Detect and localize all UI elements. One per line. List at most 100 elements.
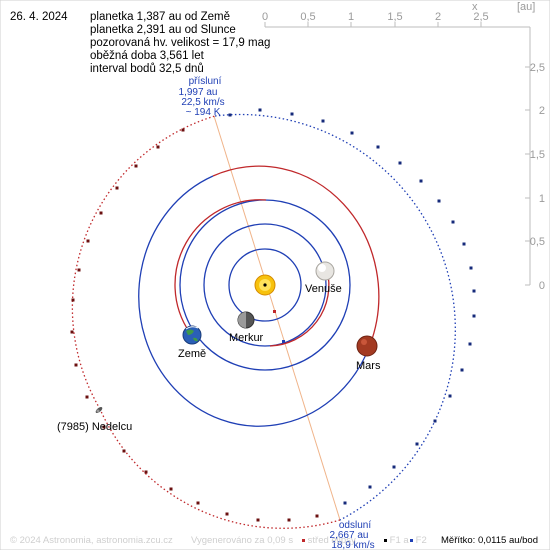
earth-label: Země bbox=[178, 348, 206, 360]
y-tick-label: 2 bbox=[539, 105, 545, 117]
orbit-point bbox=[451, 220, 455, 224]
asteroid-orbit-points bbox=[70, 108, 476, 522]
orbit-point bbox=[102, 425, 106, 429]
aphelion-annotation: odsluní 2,667 au 18,9 km/s bbox=[330, 520, 375, 550]
info-line: interval bodů 32,5 dnů bbox=[90, 63, 204, 75]
info-line: planetka 2,391 au od Slunce bbox=[90, 24, 236, 36]
asteroid-orbit-red bbox=[71, 115, 341, 529]
orbit-point bbox=[169, 487, 173, 491]
orbit-point bbox=[144, 470, 148, 474]
orbit-point bbox=[70, 330, 74, 334]
y-axis: 2,5 2 1,5 1 0,5 0 bbox=[525, 27, 545, 292]
orbit-point bbox=[315, 514, 319, 518]
legend-f2-label: F2 bbox=[415, 535, 427, 546]
orbit-point bbox=[398, 161, 402, 165]
orbit-point bbox=[433, 419, 437, 423]
legend-f2-marker bbox=[410, 538, 413, 542]
orbit-point bbox=[196, 501, 200, 505]
asteroid bbox=[95, 407, 103, 413]
orbit-point bbox=[472, 289, 476, 293]
sun bbox=[254, 274, 276, 296]
mars-orbit-blue bbox=[138, 175, 371, 427]
x-tick-label: 2,5 bbox=[473, 11, 488, 23]
orbit-point bbox=[448, 394, 452, 398]
footer-scale: Měřítko: 0,0115 au/bod bbox=[441, 535, 538, 546]
orbit-point bbox=[472, 314, 476, 318]
orbit-point bbox=[99, 211, 103, 215]
orbit-point bbox=[77, 268, 81, 272]
orbit-point bbox=[368, 485, 372, 489]
legend-center-label: střed elipsy bbox=[307, 535, 356, 546]
orbit-point bbox=[419, 179, 423, 183]
orbit-point bbox=[115, 186, 119, 190]
x-tick-label: 1 bbox=[348, 11, 354, 23]
aphelion-distance: 2,667 au bbox=[330, 530, 369, 541]
orbit-point bbox=[350, 131, 354, 135]
ellipse-center-marker bbox=[273, 310, 276, 313]
orbit-point bbox=[290, 112, 294, 116]
mars bbox=[356, 335, 378, 357]
focus-f2-marker bbox=[282, 340, 285, 343]
orbit-point bbox=[287, 518, 291, 522]
info-line: oběžná doba 3,561 let bbox=[90, 50, 204, 62]
x-tick-label: 2 bbox=[435, 11, 441, 23]
orbit-point bbox=[256, 518, 260, 522]
venus bbox=[315, 261, 335, 281]
orbit-point bbox=[71, 298, 75, 302]
footer-generated: Vygenerováno za 0,09 s bbox=[191, 535, 294, 546]
x-tick-label: 0 bbox=[262, 11, 268, 23]
x-tick-label: 0,5 bbox=[300, 11, 315, 23]
orbit-point bbox=[85, 395, 89, 399]
orbit-point bbox=[181, 128, 185, 132]
earth-track bbox=[174, 199, 267, 334]
orbit-point bbox=[437, 199, 441, 203]
orbit-point bbox=[225, 512, 229, 516]
mars-orbit-red bbox=[212, 165, 380, 346]
footer-center-legend: střed elipsy bbox=[302, 535, 356, 546]
orbit-point bbox=[343, 501, 347, 505]
orbit-point bbox=[469, 266, 473, 270]
y-tick-label: 1 bbox=[539, 193, 545, 205]
legend-center-marker bbox=[302, 538, 305, 542]
aphelion-speed: 18,9 km/s bbox=[331, 540, 374, 550]
perihelion-temperature: ~ 194 K bbox=[186, 107, 221, 118]
footer-copyright: © 2024 Astronomia, astronomia.zcu.cz bbox=[10, 535, 173, 546]
date-label: 26. 4. 2024 bbox=[10, 11, 68, 23]
orbit-point bbox=[258, 108, 262, 112]
y-tick-label: 1,5 bbox=[530, 149, 545, 161]
orbit-point bbox=[415, 442, 419, 446]
x-tick-label: 1,5 bbox=[387, 11, 402, 23]
earth bbox=[182, 325, 202, 345]
y-tick-label: 0 bbox=[539, 280, 545, 292]
orbit-point bbox=[468, 342, 472, 346]
y-tick-label: 2,5 bbox=[530, 62, 545, 74]
x-axis: 0 0,5 1 1,5 2 2,5 x [au] bbox=[262, 1, 535, 28]
x-axis-unit: x bbox=[472, 1, 478, 13]
orbit-point bbox=[321, 119, 325, 123]
orbit-point bbox=[86, 239, 90, 243]
venus-label: Venuše bbox=[305, 283, 342, 295]
mercury-orbit bbox=[228, 248, 302, 322]
info-line: planetka 1,387 au od Země bbox=[90, 11, 231, 23]
info-line: pozorovaná hv. velikost = 17,9 mag bbox=[90, 37, 271, 49]
orbit-point bbox=[74, 363, 78, 367]
perihelion-distance: 1,997 au bbox=[179, 87, 218, 98]
mercury-label: Merkur bbox=[229, 332, 264, 344]
orbit-point bbox=[134, 164, 138, 168]
orbit-point bbox=[392, 465, 396, 469]
aphelion-title: odsluní bbox=[339, 520, 371, 531]
orbit-point bbox=[122, 449, 126, 453]
venus-orbit bbox=[203, 223, 327, 347]
apsides-line bbox=[213, 115, 341, 521]
perihelion-title: přísluní bbox=[189, 76, 222, 87]
perihelion-annotation: přísluní 1,997 au 22,5 km/s ~ 194 K bbox=[179, 76, 225, 118]
axis-unit-label: [au] bbox=[517, 1, 535, 13]
legend-f1-label: F1 a bbox=[389, 535, 409, 546]
perihelion-speed: 22,5 km/s bbox=[181, 97, 224, 108]
asteroid-label: (7985) Nedelcu bbox=[57, 421, 132, 433]
orbit-point bbox=[156, 145, 160, 149]
orbit-point bbox=[376, 145, 380, 149]
footer-f1-legend: F1 a bbox=[384, 535, 409, 546]
orbit-point bbox=[460, 368, 464, 372]
